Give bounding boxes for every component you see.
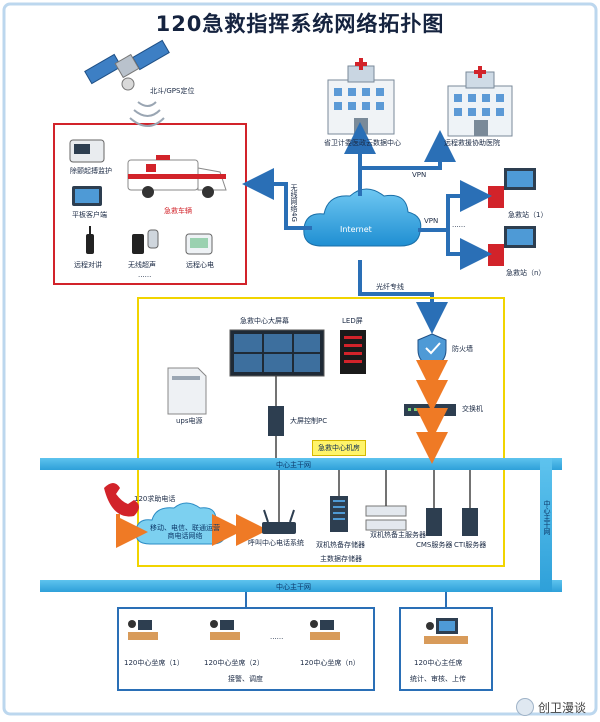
arrow-to-station-1 — [418, 180, 492, 232]
ambulance-icon — [127, 155, 227, 198]
ambulance-item-tablet: 平板客户端 — [72, 211, 107, 219]
seats-caption: 接警、调度 — [228, 675, 263, 683]
call-system-icon — [262, 509, 296, 534]
defibrillator-icon — [69, 139, 105, 163]
storage-label-1: 双机热备存储器 — [316, 541, 365, 549]
big-screen-icon — [229, 329, 325, 377]
vpn-label-top: VPN — [412, 171, 427, 179]
satellite-icon — [84, 39, 170, 91]
switch-label: 交换机 — [462, 405, 483, 413]
hospital-label-2: 远程救援协助医院 — [444, 139, 500, 147]
ups-label: ups电源 — [176, 417, 203, 425]
arrow-to-station-n — [446, 230, 492, 270]
stations-ellipsis: ...... — [452, 221, 466, 229]
arrow-phone-cloud — [116, 514, 148, 548]
seat-label-n: 120中心坐席（n） — [300, 659, 360, 667]
room-label: 急救中心机房 — [312, 440, 366, 456]
cti-label: CTI服务器 — [454, 541, 487, 549]
cti-server-icon — [462, 508, 478, 536]
workstation-1-icon — [128, 620, 158, 640]
watermark-text: 创卫漫谈 — [537, 700, 586, 715]
main-net-label-top: 中心主干网 — [276, 461, 311, 469]
storage-icon — [330, 496, 348, 532]
ambulance-item-radio: 远程对讲 — [74, 261, 102, 269]
seats-ellipsis: ...... — [270, 633, 284, 641]
call-label: 120求助电话 — [134, 495, 176, 503]
cms-server-icon — [426, 508, 442, 536]
screen-pc-icon — [268, 406, 284, 436]
main-network-band-side — [540, 458, 552, 592]
station-label-n: 急救站（n） — [506, 269, 546, 277]
ambulance-vehicle-label: 急救车辆 — [164, 207, 192, 215]
storage-label-2: 主数据存储器 — [320, 555, 362, 563]
led-label: LED屏 — [342, 317, 363, 325]
phone-icon — [104, 483, 139, 517]
main-net-label-bottom: 中心主干网 — [276, 583, 311, 591]
hospital-label-1: 省卫计委医政云数据中心 — [324, 139, 401, 147]
director-seat-label: 120中心主任席 — [414, 659, 463, 667]
arrow-to-hospital — [360, 130, 456, 170]
screen-pc-label: 大屏控制PC — [290, 417, 328, 425]
walkie-talkie-icon — [86, 226, 94, 254]
ambulance-item-ultrasound: 无线超声 — [128, 261, 156, 269]
station-1-icon — [488, 168, 536, 208]
diagram-title: 120急救指挥系统网络拓扑图 — [155, 12, 445, 36]
ultrasound-icon — [132, 229, 159, 254]
led-screen-icon — [340, 330, 366, 374]
satellite-label: 北斗/GPS定位 — [150, 87, 195, 95]
main-network-band-bottom — [40, 580, 562, 592]
seat-label-1: 120中心坐席（1） — [124, 659, 184, 667]
wechat-icon — [515, 698, 534, 716]
director-workstation-icon — [424, 618, 468, 644]
telecom-label: 移动、电信、联通运营商电话网络 — [150, 524, 220, 541]
call-system-label: 呼叫中心电话系统 — [248, 539, 304, 547]
internet-cloud-icon — [303, 188, 422, 247]
server-main-label: 双机热备主服务器 — [370, 531, 426, 539]
workstation-2-icon — [210, 620, 240, 640]
firewall-label: 防火墙 — [452, 345, 473, 353]
arrow-dedicated-line — [358, 260, 448, 334]
remote-hospital-icon — [447, 66, 513, 137]
health-data-center-icon — [327, 58, 395, 135]
wireless-label: 无线网络4G — [290, 184, 298, 222]
ecg-icon — [185, 233, 213, 255]
firewall-icon — [417, 333, 447, 369]
cms-label: CMS服务器 — [416, 541, 453, 549]
director-caption: 统计、审核、上传 — [410, 675, 466, 683]
ambulance-ellipsis: ...... — [138, 271, 152, 279]
main-server-icon — [365, 505, 407, 531]
vpn-label-right: VPN — [424, 217, 439, 225]
ambulance-item-ecg: 远程心电 — [186, 261, 214, 269]
big-screen-label: 急救中心大屏幕 — [240, 317, 289, 325]
ambulance-item-defib: 除颤起搏监护 — [70, 167, 112, 175]
arrow-to-ambulance — [242, 168, 312, 230]
tablet-icon — [72, 186, 102, 206]
station-label-1: 急救站（1） — [508, 211, 548, 219]
dedicated-line-label: 光纤专线 — [376, 283, 404, 291]
main-net-label-side: 中心主干网 — [543, 500, 551, 535]
seat-label-2: 120中心坐席（2） — [204, 659, 264, 667]
internet-label: Internet — [340, 225, 372, 234]
signal-waves-icon — [129, 101, 165, 127]
watermark: 创卫漫谈 — [515, 698, 586, 716]
ups-icon — [167, 367, 207, 415]
switch-icon — [404, 404, 456, 416]
workstation-n-icon — [310, 620, 340, 640]
station-n-icon — [488, 226, 536, 266]
center-box — [137, 297, 505, 567]
